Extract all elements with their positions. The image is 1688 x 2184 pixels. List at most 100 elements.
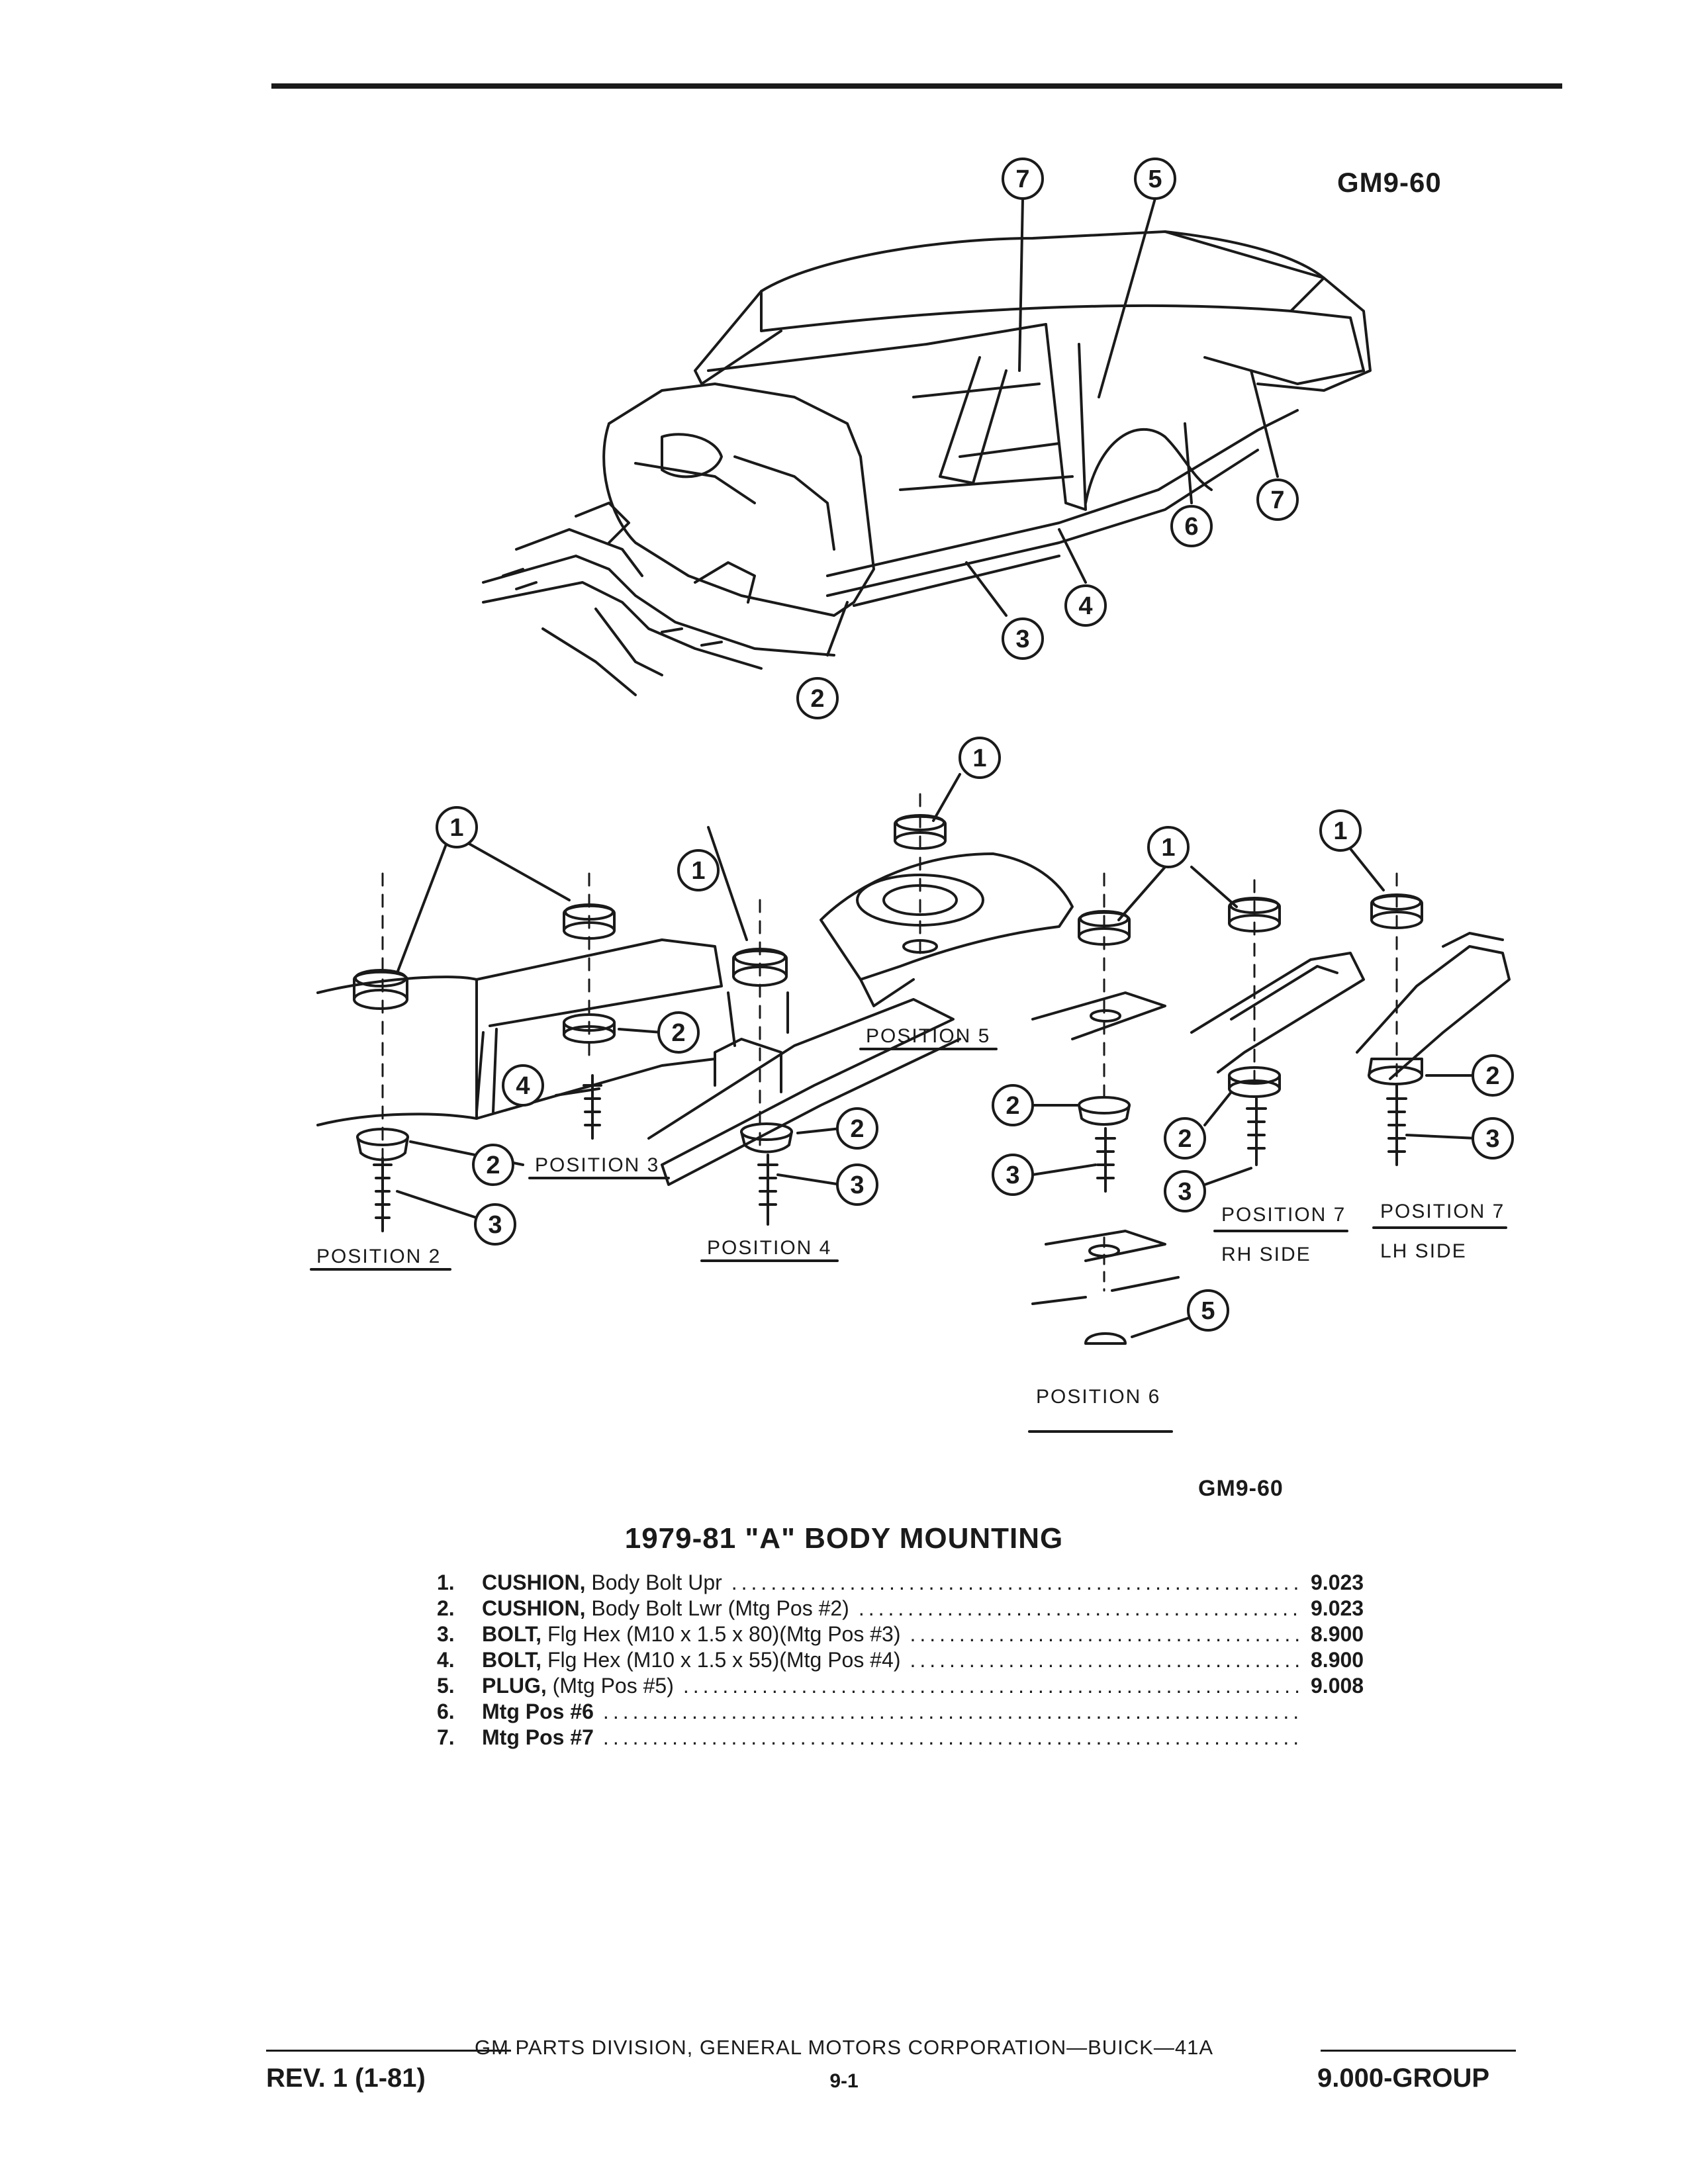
- footer-page-number: 9-1: [829, 2070, 859, 2092]
- part-description: CUSHION, Body Bolt Upr: [482, 1570, 722, 1596]
- callout-number: 4: [516, 1072, 530, 1100]
- callout-circle: [677, 849, 720, 891]
- part-row: 2. CUSHION, Body Bolt Lwr (Mtg Pos #2) 9.0…: [437, 1596, 1430, 1621]
- part-row: 6.Mtg Pos #6: [437, 1699, 1430, 1725]
- dot-leader: [910, 1647, 1301, 1673]
- figure-code-top: GM9-60: [1337, 167, 1442, 198]
- callout-number: 2: [1006, 1092, 1019, 1120]
- callout-circle: [1256, 478, 1299, 521]
- position-6-drawing: [1031, 866, 1193, 1345]
- lh-side-label: LH SIDE: [1380, 1240, 1467, 1262]
- footer-revision: REV. 1 (1-81): [266, 2064, 426, 2093]
- callout-number: 3: [1006, 1161, 1019, 1189]
- part-number: 7.: [437, 1725, 455, 1749]
- callout-circle: [474, 1203, 516, 1246]
- part-description: CUSHION, Body Bolt Lwr (Mtg Pos #2): [482, 1596, 849, 1621]
- dot-leader: [731, 1570, 1301, 1596]
- parts-list-title: 1979-81 "A" BODY MOUNTING: [624, 1522, 1064, 1555]
- callout-1: 1: [1319, 809, 1362, 852]
- callout-circle: [1064, 584, 1107, 627]
- callout-4: 4: [1064, 584, 1107, 627]
- callout-number: 3: [488, 1211, 502, 1239]
- part-detail: Flg Hex (M10 x 1.5 x 80)(Mtg Pos #3): [547, 1622, 901, 1646]
- callout-3: 3: [1002, 617, 1044, 660]
- part-group-number: 9.008: [1311, 1674, 1364, 1698]
- position-3-4-drawing: [647, 826, 961, 1226]
- parts-list: 1. CUSHION, Body Bolt Upr 9.023 2. CUSHION, …: [437, 1570, 1430, 1751]
- callout-number: 5: [1148, 165, 1162, 193]
- callout-3: 3: [836, 1163, 878, 1206]
- callout-circle: [1164, 1117, 1206, 1160]
- position-4-label: POSITION 4: [707, 1237, 831, 1259]
- callout-2: 2: [796, 677, 839, 719]
- position-2-drawing: [316, 833, 723, 1232]
- part-row: 7. Mtg Pos #7: [437, 1725, 1430, 1751]
- part-name: BOLT,: [482, 1648, 542, 1672]
- callout-number: 1: [449, 814, 463, 842]
- dot-leader: [910, 1621, 1301, 1647]
- part-row: 4.BOLT, Flg Hex (M10 x 1.5 x 55)(Mtg Pos…: [437, 1647, 1430, 1673]
- callout-1: 1: [1147, 826, 1190, 868]
- top-rule: [271, 83, 1562, 89]
- dot-leader: [683, 1673, 1301, 1699]
- part-name: Mtg Pos #7: [482, 1725, 594, 1749]
- callout-circle: [959, 737, 1001, 779]
- callout-number: 5: [1201, 1297, 1215, 1325]
- callout-number: 7: [1015, 165, 1029, 193]
- part-description: BOLT, Flg Hex (M10 x 1.5 x 55)(Mtg Pos #…: [482, 1647, 900, 1673]
- position-3-label: POSITION 3: [535, 1154, 659, 1176]
- part-number: 3.: [437, 1622, 455, 1646]
- callout-number: 6: [1184, 513, 1198, 541]
- part-group-number: 8.900: [1311, 1648, 1364, 1672]
- part-row: 5. PLUG, (Mtg Pos #5) 9.008: [437, 1673, 1430, 1699]
- part-row: 1.CUSHION, Body Bolt Upr9.023: [437, 1570, 1430, 1596]
- callout-circle: [1170, 505, 1213, 547]
- callout-number: 4: [1078, 592, 1092, 620]
- callout-number: 2: [810, 685, 824, 713]
- callout-number: 3: [1485, 1125, 1499, 1153]
- part-name: BOLT,: [482, 1622, 542, 1646]
- callout-number: 2: [1485, 1062, 1499, 1090]
- part-name: Mtg Pos #6: [482, 1700, 594, 1723]
- part-description: PLUG, (Mtg Pos #5): [482, 1673, 674, 1699]
- callout-circle: [1319, 809, 1362, 852]
- callout-7: 7: [1256, 478, 1299, 521]
- callout-7: 7: [1002, 158, 1044, 200]
- position-7-lh-label: POSITION 7: [1380, 1201, 1505, 1222]
- callout-circle: [796, 677, 839, 719]
- part-row: 3. BOLT, Flg Hex (M10 x 1.5 x 80)(Mtg Pos…: [437, 1621, 1430, 1647]
- part-name: CUSHION,: [482, 1596, 586, 1620]
- part-number: 5.: [437, 1674, 455, 1698]
- callout-2: 2: [992, 1084, 1034, 1126]
- part-number: 1.: [437, 1570, 455, 1594]
- callout-circle: [502, 1064, 544, 1107]
- callout-3: 3: [474, 1203, 516, 1246]
- part-description: Mtg Pos #6: [482, 1699, 594, 1725]
- part-description: Mtg Pos #7: [482, 1725, 594, 1751]
- callout-number: 2: [671, 1019, 685, 1047]
- part-number: 2.: [437, 1596, 455, 1620]
- position-5-label: POSITION 5: [866, 1025, 990, 1047]
- part-group-number: 9.023: [1311, 1596, 1364, 1620]
- position-7-lh-drawing: [1342, 839, 1511, 1166]
- car-body-drawing: [482, 197, 1372, 696]
- callout-number: 2: [1178, 1125, 1192, 1153]
- callout-circle: [1002, 617, 1044, 660]
- callout-3: 3: [1164, 1170, 1206, 1212]
- callout-circle: [1134, 158, 1176, 200]
- callout-number: 1: [972, 745, 986, 772]
- part-name: CUSHION,: [482, 1570, 586, 1594]
- footer-rule-left: [266, 2050, 511, 2052]
- position-2-label: POSITION 2: [316, 1246, 441, 1267]
- part-detail: Flg Hex (M10 x 1.5 x 55)(Mtg Pos #4): [547, 1648, 901, 1672]
- part-detail: Body Bolt Lwr (Mtg Pos #2): [591, 1596, 849, 1620]
- callout-2: 2: [836, 1107, 878, 1150]
- callout-5: 5: [1187, 1289, 1229, 1332]
- callout-circle: [1147, 826, 1190, 868]
- position-5-drawing: [820, 773, 1074, 1007]
- callout-3: 3: [1472, 1117, 1514, 1160]
- callout-circle: [836, 1163, 878, 1206]
- callout-number: 1: [1161, 834, 1175, 862]
- footer-credit: GM PARTS DIVISION, GENERAL MOTORS CORPOR…: [474, 2036, 1214, 2059]
